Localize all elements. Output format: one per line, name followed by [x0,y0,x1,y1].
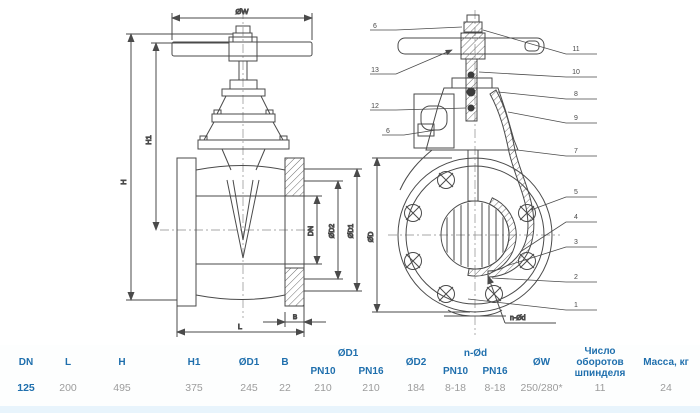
dim-label-n-od: n-Ød [510,315,526,322]
callout-11: 11 [572,46,579,53]
left-view-stem-bonnet [197,61,290,171]
right-flange-section-hatch-bottom [284,267,305,307]
right-view-half-section: ØD n-Ød 6 13 12 6 [368,10,597,335]
callout-n-od: n-Ød [487,275,556,324]
dim-h1: H1 [144,42,229,231]
wedge-outline [226,179,260,259]
callout-1: 1 [574,302,578,309]
dim-label-l: L [238,322,242,331]
callout-6-bottom: 6 [386,128,390,135]
right-view-flange [397,157,553,317]
callout-13: 13 [371,67,379,74]
callout-8: 8 [574,91,578,98]
callout-9: 9 [574,115,578,122]
dim-label-b: B [293,314,297,321]
dim-label-ow: ØW [236,7,250,16]
col-subheader-od1-pn10: PN10 [310,365,336,377]
dim-h: H [119,33,233,301]
dim-label-od: ØD [368,232,375,243]
cell-od1-single: 245 [240,382,258,394]
callout-2: 2 [574,274,578,281]
callout-7: 7 [574,148,578,155]
callout-leaders-right [467,29,597,311]
cell-ow: 250/280* [520,382,563,394]
left-flange [176,157,197,307]
right-view-stem [465,58,478,122]
callout-4: 4 [574,214,578,221]
dim-ow: ØW [171,7,313,40]
callout-leaders-left [370,26,467,136]
dim-dn: DN [308,195,321,265]
col-header-dn: DN [18,357,34,368]
dim-label-od1: ØD1 [348,224,355,239]
valve-spec-table: DN L H H1 ØD1 B ØD1 ØD2 n-Ød ØW Число об… [0,345,700,397]
col-header-od1-single: ØD1 [238,357,260,368]
dim-b: B [263,312,326,327]
col-group-od1: ØD1 [337,348,359,360]
dim-od1: ØD1 [304,168,362,292]
seat-ring-section [467,197,517,277]
table-bottom-strip [0,406,700,413]
right-view-neck-left [399,149,433,191]
col-header-h1: H1 [187,357,201,368]
cell-h1: 375 [185,382,203,394]
callout-6-top: 6 [373,23,377,30]
bolt-holes [404,171,536,303]
table-row-dn125[interactable]: 125 200 495 375 245 22 210 210 184 8-18 … [0,380,700,397]
valve-technical-drawing: ØW H H1 DN ØD2 [119,7,597,337]
cell-n-od-pn16: 8-18 [484,382,506,394]
cell-b: 22 [279,382,291,394]
col-subheader-od1-pn16: PN16 [358,365,384,377]
callout-numbers-left: 6 13 12 6 [371,23,390,135]
cell-l: 200 [59,382,77,394]
cell-n-od-pn10: 8-18 [444,382,466,394]
dim-label-h: H [119,179,128,184]
callout-3: 3 [574,239,578,246]
left-view-front-elevation: ØW H H1 DN ØD2 [119,7,362,337]
col-header-ow: ØW [532,357,551,368]
dim-od2: ØD2 [304,180,343,280]
cell-dn[interactable]: 125 [17,382,35,394]
specification-table-section: DN L H H1 ØD1 B ØD1 ØD2 n-Ød ØW Число об… [0,345,700,413]
dim-label-od2: ØD2 [329,224,336,239]
right-flange-section-hatch-top [284,157,305,197]
col-header-b: B [281,357,289,368]
col-header-od2: ØD2 [405,357,427,368]
col-header-h: H [118,357,126,368]
callout-12: 12 [371,103,379,110]
cell-spindle-turns: 11 [594,382,606,394]
cell-od1-pn10: 210 [314,382,332,394]
callout-5: 5 [574,189,578,196]
cell-od2: 184 [407,382,425,394]
dim-label-dn: DN [308,226,315,236]
col-subheader-n-od-pn10: PN10 [442,365,468,377]
col-header-spindle-turns: Число оборотов шпинделя [574,346,626,379]
dim-l: L [176,306,305,337]
left-view-handwheel [171,25,313,62]
col-subheader-n-od-pn16: PN16 [482,365,508,377]
col-group-n-od: n-Ød [463,348,488,360]
col-header-l: L [64,357,72,368]
cell-h: 495 [113,382,131,394]
gate-valve-drawing-svg: ØW H H1 DN ØD2 [119,7,597,337]
callout-numbers-right: 11 10 8 9 7 5 4 3 2 1 [572,46,580,309]
callout-10: 10 [572,69,580,76]
dim-label-h1: H1 [144,135,153,145]
cell-od1-pn16: 210 [362,382,380,394]
col-header-mass: Масса, кг [643,357,689,368]
dim-od: ØD [368,157,470,313]
left-view-body [176,157,322,307]
cell-mass: 24 [660,382,672,394]
right-view-handwheel [397,14,545,60]
